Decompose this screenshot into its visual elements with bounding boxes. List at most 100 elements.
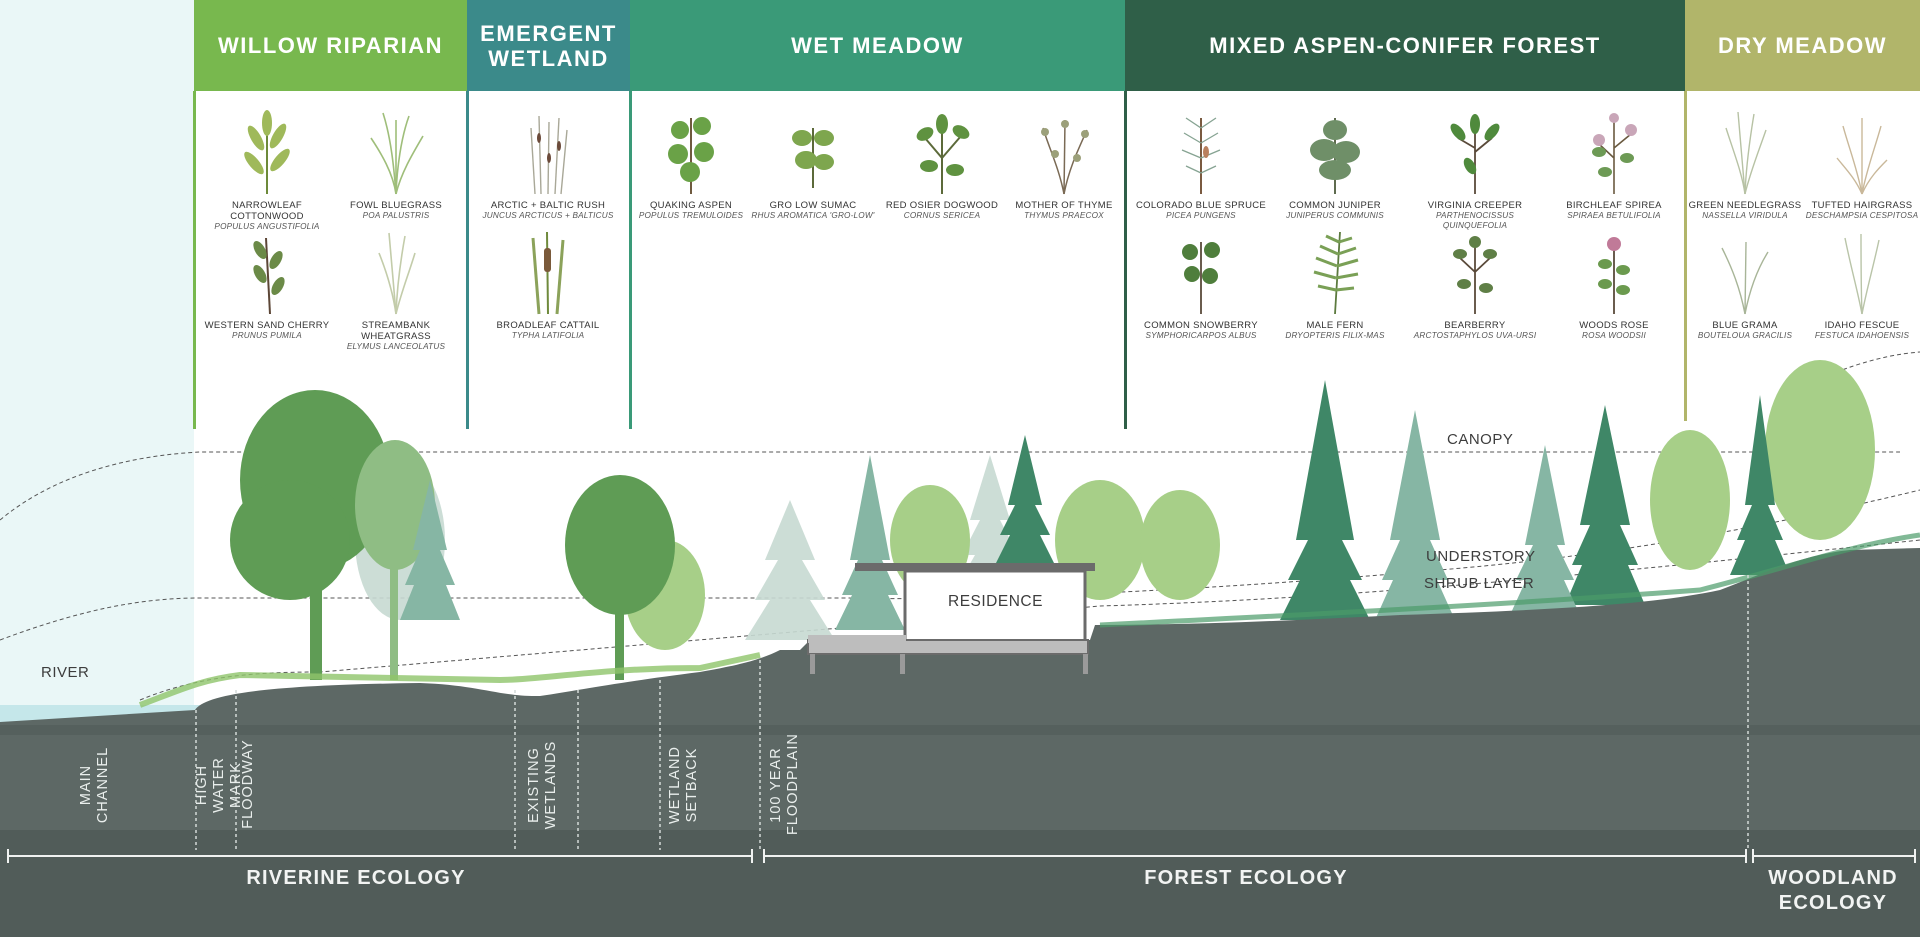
plant-card: MOTHER OF THYME THYMUS PRAECOX <box>996 108 1132 221</box>
plant-card: GRO LOW SUMAC RHUS AROMATICA 'GRO-LOW' <box>745 108 881 221</box>
aspen-3 <box>1140 490 1220 600</box>
zone-divider-mixed-left <box>1124 91 1127 429</box>
plant-common-name: TUFTED HAIRGRASS <box>1811 200 1913 211</box>
plant-scientific-name: ARCTOSTAPHYLOS UVA-URSI <box>1413 331 1537 340</box>
plant-scientific-name: PARTHENOCISSUS QUINQUEFOLIA <box>1435 211 1515 230</box>
forest-ecology-label: FOREST ECOLOGY <box>1144 867 1348 889</box>
conifer-pale-2 <box>1375 410 1455 620</box>
river-background <box>0 0 194 720</box>
plant-common-name: FOWL BLUEGRASS <box>349 200 442 211</box>
plant-scientific-name: ROSA WOODSII <box>1582 331 1646 340</box>
understory-label: UNDERSTORY <box>1426 548 1536 565</box>
river-label: RIVER <box>41 664 90 681</box>
plant-common-name: STREAMBANK WHEATGRASS <box>361 320 431 342</box>
plant-card: NARROWLEAF COTTONWOOD POPULUS ANGUSTIFOL… <box>199 108 335 232</box>
plant-scientific-name: TYPHA LATIFOLIA <box>511 331 585 340</box>
cattail-icon <box>531 231 565 315</box>
herb-icon <box>1041 119 1089 195</box>
plant-card: RED OSIER DOGWOOD CORNUS SERICEA <box>874 108 1010 221</box>
aspen-4 <box>1650 430 1730 570</box>
marker-floodway: FLOODWAY <box>240 739 256 829</box>
plant-common-name: COMMON JUNIPER <box>1289 200 1381 211</box>
plant-card: GREEN NEEDLEGRASS NASSELLA VIRIDULA <box>1680 108 1810 221</box>
conifer-4 <box>1730 395 1790 575</box>
pale-conifer-2 <box>955 455 1025 590</box>
conifer-3 <box>1565 405 1645 605</box>
marker-main-channel: MAIN CHANNEL <box>78 746 111 824</box>
marker-high-water-mark: HIGH WATER MARK <box>194 757 244 813</box>
residence-label: RESIDENCE <box>948 593 1043 610</box>
conifer-1 <box>995 435 1055 565</box>
conifer-2 <box>1280 380 1370 620</box>
plant-card: STREAMBANK WHEATGRASS ELYMUS LANCEOLATUS <box>328 228 464 352</box>
zone-divider-willow-left <box>193 91 196 429</box>
leaf-cluster-icon <box>916 114 970 194</box>
plant-scientific-name: PICEA PUNGENS <box>1166 211 1236 220</box>
shrub-icon <box>253 237 285 315</box>
plant-common-name: GRO LOW SUMAC <box>769 200 857 211</box>
plant-scientific-name: JUNIPERUS COMMUNIS <box>1286 211 1384 220</box>
plant-card: TUFTED HAIRGRASS DESCHAMPSIA CESPITOSA <box>1797 108 1920 221</box>
conifer-pale-1 <box>835 455 905 630</box>
plant-scientific-name: SPIRAEA BETULIFOLIA <box>1567 211 1661 220</box>
riverine-ecology-label: RIVERINE ECOLOGY <box>246 867 466 889</box>
zone-header-emergent-wetland: EMERGENT WETLAND <box>467 0 630 91</box>
zone-header-dry-meadow: DRY MEADOW <box>1685 0 1920 91</box>
rose-icon <box>1598 237 1630 314</box>
cottonwood-trunk <box>310 540 322 680</box>
plant-card: COLORADO BLUE SPRUCE PICEA PUNGENS <box>1133 108 1269 221</box>
conifer-pale-3 <box>1510 445 1580 615</box>
round-leaf-icon <box>1182 242 1220 314</box>
zone-header-mixed-forest: MIXED ASPEN-CONIFER FOREST <box>1125 0 1685 91</box>
plant-scientific-name: ELYMUS LANCEOLATUS <box>346 342 446 351</box>
plant-common-name: VIRGINIA CREEPER <box>1427 200 1523 211</box>
grass-icon <box>1721 241 1769 315</box>
grass-icon <box>1844 233 1880 315</box>
flower-shrub-icon <box>1592 113 1637 194</box>
forest-floor-fringe <box>1099 532 1920 628</box>
grass-icon <box>370 112 424 195</box>
plant-scientific-name: CORNUS SERICEA <box>903 211 981 220</box>
grass-icon <box>1725 111 1767 195</box>
conifer-sprig-icon <box>1181 117 1221 194</box>
plant-common-name: COLORADO BLUE SPRUCE <box>1135 200 1267 211</box>
round-leaf-icon <box>668 117 714 194</box>
plant-card: WESTERN SAND CHERRY PRUNUS PUMILA <box>199 228 335 341</box>
plant-scientific-name: DRYOPTERIS FILIX-MAS <box>1285 331 1385 340</box>
canopy-line <box>0 451 1900 521</box>
plant-common-name: GREEN NEEDLEGRASS <box>1688 200 1802 211</box>
marker-wetland-setback: WETLAND SETBACK <box>667 746 700 824</box>
plant-card: BLUE GRAMA BOUTELOUA GRACILIS <box>1680 228 1810 341</box>
plant-card: BIRCHLEAF SPIREA SPIRAEA BETULIFOLIA <box>1546 108 1682 221</box>
plant-card: WOODS ROSE ROSA WOODSII <box>1546 228 1682 341</box>
leaf-cluster-icon <box>792 128 834 188</box>
plant-scientific-name: DESCHAMPSIA CESPITOSA <box>1805 211 1919 220</box>
plant-common-name: BEARBERRY <box>1444 320 1506 331</box>
plant-common-name: ARCTIC + BALTIC RUSH <box>490 200 606 211</box>
ground-strip <box>0 725 1920 735</box>
leaf-cluster-icon <box>1453 236 1497 314</box>
plant-card: BEARBERRY ARCTOSTAPHYLOS UVA-URSI <box>1407 228 1543 341</box>
plant-scientific-name: POA PALUSTRIS <box>362 211 430 220</box>
plant-common-name: NARROWLEAF COTTONWOOD <box>230 200 304 222</box>
conifer-pale-4 <box>400 480 460 620</box>
zone-header-willow-riparian: WILLOW RIPARIAN <box>194 0 467 91</box>
plant-common-name: WOODS ROSE <box>1579 320 1649 331</box>
rush-icon <box>530 115 568 195</box>
plant-scientific-name: THYMUS PRAECOX <box>1024 211 1104 220</box>
plant-common-name: QUAKING ASPEN <box>649 200 733 211</box>
residence-building <box>807 563 1095 674</box>
plant-card: VIRGINIA CREEPER PARTHENOCISSUS QUINQUEF… <box>1407 108 1543 231</box>
plant-scientific-name: BOUTELOUA GRACILIS <box>1697 331 1793 340</box>
deciduous-2-trunk <box>615 590 624 680</box>
plant-common-name: COMMON SNOWBERRY <box>1144 320 1258 331</box>
aspen-5 <box>1765 360 1875 540</box>
grass-fringe <box>138 652 761 708</box>
cottonwood-canopy-2 <box>230 480 350 600</box>
pale-conifer-1 <box>745 500 835 640</box>
plant-card: COMMON JUNIPER JUNIPERUS COMMUNIS <box>1267 108 1403 221</box>
marker-existing-wetlands: EXISTING WETLANDS <box>526 740 559 830</box>
plant-common-name: IDAHO FESCUE <box>1824 320 1900 331</box>
plant-card: FOWL BLUEGRASS POA PALUSTRIS <box>328 108 464 221</box>
